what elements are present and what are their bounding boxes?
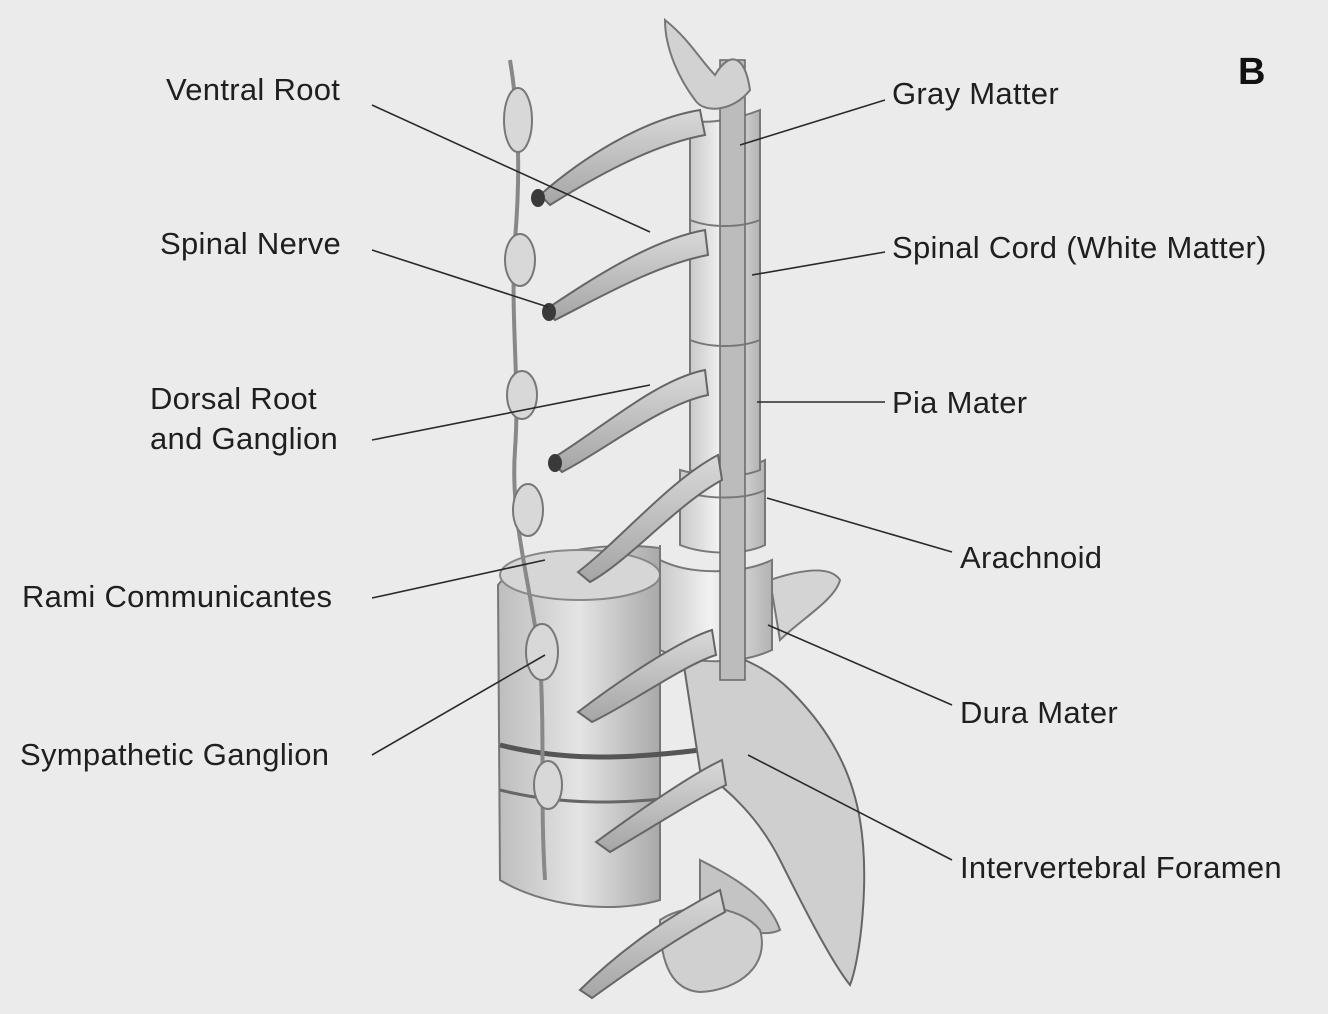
label-gray-matter: Gray Matter (892, 76, 1059, 111)
spinal-nerves (538, 108, 728, 1000)
label-ventral-root: Ventral Root (166, 72, 341, 107)
label-sympathetic-ganglion: Sympathetic Ganglion (20, 737, 330, 772)
label-dorsal-root-line2: and Ganglion (150, 421, 339, 456)
dura-mater-sleeve (659, 545, 773, 663)
label-intervertebral-foramen: Intervertebral Foramen (960, 850, 1282, 885)
sympathetic-chain (503, 59, 563, 881)
label-dura-mater: Dura Mater (960, 695, 1119, 730)
panel-letter: B (1238, 51, 1266, 93)
leader-gray-matter (739, 99, 886, 146)
leader-dorsal-root (371, 384, 651, 441)
nerve-cut-ends (531, 189, 562, 472)
label-arachnoid: Arachnoid (960, 540, 1103, 575)
gray-matter-core (719, 59, 746, 681)
label-pia-mater: Pia Mater (892, 385, 1028, 420)
label-spinal-nerve: Spinal Nerve (160, 226, 342, 261)
leader-spinal-cord (751, 251, 886, 276)
leader-lines (371, 99, 953, 861)
leader-spinal-nerve (371, 249, 549, 308)
leader-sympathetic (371, 654, 546, 756)
leader-arachnoid (766, 497, 953, 553)
label-dorsal-root-line1: Dorsal Root (150, 381, 317, 416)
vertebral-arch (658, 569, 866, 994)
leader-dura-mater (767, 624, 953, 706)
leader-intervertebral-foramen (747, 754, 953, 861)
leader-ventral-root (371, 104, 651, 233)
label-rami-communicantes: Rami Communicantes (22, 579, 333, 614)
leader-rami (371, 559, 546, 599)
cord-top-end (663, 17, 752, 110)
label-spinal-cord: Spinal Cord (White Matter) (892, 230, 1267, 265)
